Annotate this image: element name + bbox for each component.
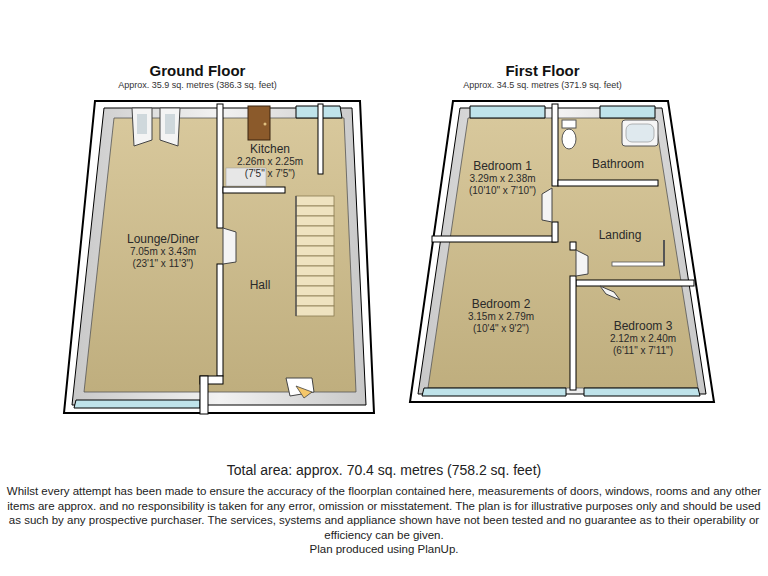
room: Kitchen2.26m x 2.25m(7'5" x 7'5") (224, 136, 316, 186)
floor-heading: First Floor (380, 62, 705, 80)
floor-heading: Ground Floor (30, 62, 365, 80)
room-name: Bedroom 3 (614, 319, 673, 333)
total-area: Total area: approx. 70.4 sq. metres (758… (20, 462, 748, 479)
room-dimensions: 3.29m x 2.38m (469, 173, 535, 185)
room-dimensions: (10'4" x 9'2") (473, 323, 529, 335)
ground-floor-plan (64, 101, 374, 414)
room-dimensions: (6'11" x 7'11") (613, 345, 673, 357)
room: Hall (228, 240, 292, 330)
room-dimensions: (10'10" x 7'10") (469, 185, 536, 197)
room-dimensions: 2.26m x 2.25m (237, 156, 303, 168)
room-dimensions: (7'5" x 7'5") (245, 168, 295, 180)
room: Landing (582, 212, 658, 258)
floor-heading-block: Ground FloorApprox. 35.9 sq. metres (386… (30, 62, 365, 91)
room-name: Lounge/Diner (127, 232, 199, 246)
room: Bedroom 13.29m x 2.38m(10'10" x 7'10") (455, 122, 550, 234)
room-name: Bathroom (592, 157, 644, 171)
room-dimensions: 7.05m x 3.43m (130, 246, 196, 258)
floor-plan: Ground FloorApprox. 35.9 sq. metres (386… (30, 62, 365, 417)
room-name: Kitchen (250, 142, 290, 156)
disclaimer: Whilst every attempt has been made to en… (6, 484, 762, 542)
room-dimensions: 3.15m x 2.79m (468, 311, 534, 323)
floor-area: Approx. 35.9 sq. metres (386.3 sq. feet) (30, 80, 365, 91)
room: Bathroom (580, 150, 656, 178)
floor-plan: First FloorApprox. 34.5 sq. metres (371.… (380, 62, 705, 417)
room-name: Landing (599, 228, 642, 242)
room-name: Bedroom 1 (473, 159, 532, 173)
room-name: Hall (250, 278, 271, 292)
room: Lounge/Diner7.05m x 3.43m(23'1" x 11'3") (110, 118, 216, 384)
first-floor-plan (410, 101, 714, 402)
plan-credit: Plan produced using PlanUp. (6, 542, 762, 557)
room: Bedroom 32.12m x 2.40m(6'11" x 7'11") (590, 296, 696, 380)
room-dimensions: 2.12m x 2.40m (610, 333, 676, 345)
room: Bedroom 23.15m x 2.79m(10'4" x 9'2") (436, 248, 566, 384)
floor-heading-block: First FloorApprox. 34.5 sq. metres (371.… (380, 62, 705, 91)
room-name: Bedroom 2 (472, 297, 531, 311)
floor-area: Approx. 34.5 sq. metres (371.9 sq. feet) (380, 80, 705, 91)
room-dimensions: (23'1" x 11'3") (133, 258, 194, 270)
